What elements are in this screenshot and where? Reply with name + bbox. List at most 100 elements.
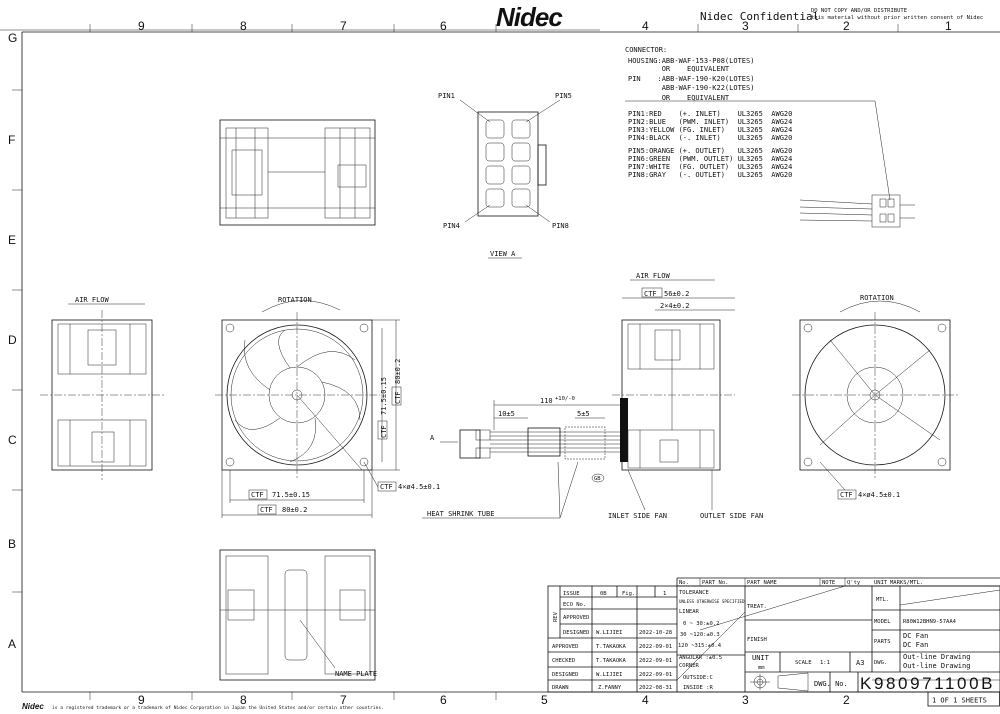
rotation-label: ROTATION xyxy=(860,294,894,302)
nidec-logo: Nidec xyxy=(496,2,563,32)
zone-label: A xyxy=(8,637,16,651)
inlet-side-fan-label: INLET SIDE FAN xyxy=(608,512,667,520)
pin8-label: PIN8 xyxy=(552,222,569,230)
col-header: PART NAME xyxy=(747,580,777,586)
zone-label: 6 xyxy=(440,19,447,33)
parts-value: DC Fan xyxy=(903,641,928,649)
zone-label: E xyxy=(8,233,16,247)
dim-depth: 56±0.2 xyxy=(664,290,689,298)
pin-line: PIN2:BLUE (PWM. INLET) UL3265 AWG24 xyxy=(628,118,792,126)
zone-label: B xyxy=(8,537,16,551)
name-plate-label: NAME PLATE xyxy=(335,670,377,678)
zone-label: 4 xyxy=(642,19,649,33)
rev-designed-by: W.LIJIEI xyxy=(596,630,623,636)
drawing-frame xyxy=(0,24,1000,700)
zone-label: G xyxy=(8,31,17,45)
unless-label: UNLESS OTHERWISE SPECIFIED xyxy=(679,599,745,604)
dim-strip-2: 5±5 xyxy=(577,410,590,418)
zone-column-labels: 9 8 7 6 4 3 2 1 9 8 7 6 5 4 3 2 xyxy=(138,19,952,707)
checked-by: T.TAKAOKA xyxy=(596,658,626,664)
col-header: PART No. xyxy=(702,580,729,586)
zone-label: 6 xyxy=(440,693,447,707)
rotation-label: ROTATION xyxy=(278,296,312,304)
model-value: R80W12BHN9-57AA4 xyxy=(903,619,957,625)
ctf-box: CTF xyxy=(380,483,393,491)
angular-label: ANGULAR :±0.5 xyxy=(679,655,722,661)
mtl-label: MTL. xyxy=(876,597,889,603)
pin4-label: PIN4 xyxy=(443,222,460,230)
heat-shrink-tube-label: HEAT SHRINK TUBE xyxy=(427,510,494,518)
fan-left-side-view xyxy=(40,310,165,480)
zone-label: 4 xyxy=(642,693,649,707)
checked-date: 2022-09-01 xyxy=(639,658,672,664)
outlet-side-fan-label: OUTLET SIDE FAN xyxy=(700,512,763,520)
zone-label: 7 xyxy=(340,19,347,33)
dim-lead-tolerance: +10/-0 xyxy=(555,396,575,402)
zone-label: 8 xyxy=(240,19,247,33)
tolerance-row: 120 ~315:±0.4 xyxy=(678,643,722,649)
confidential-label: Nidec Confidential xyxy=(700,10,819,23)
zone-label: 3 xyxy=(742,19,749,33)
fig-label: Fig. xyxy=(622,591,635,597)
notice-text: DO NOT COPY AND/OR DISTRIBUTE xyxy=(811,8,907,14)
rev-label: REV xyxy=(553,611,559,622)
view-a-connector: PIN1 PIN5 PIN4 PIN8 VIEW A xyxy=(438,92,572,259)
zone-label: D xyxy=(8,333,17,347)
zone-label: 9 xyxy=(138,19,145,33)
connector-line: OR EQUIVALENT xyxy=(628,65,730,73)
tolerance-row: 30 ~120:±0.3 xyxy=(680,632,720,638)
fan-top-view xyxy=(219,119,376,226)
ctf-box: CTF xyxy=(251,491,264,499)
pin-line: PIN3:YELLOW (FG. INLET) UL3265 AWG24 xyxy=(628,126,792,134)
zone-label: 8 xyxy=(240,693,247,707)
dim-strip-1: 10±5 xyxy=(498,410,515,418)
footer-logo: Nidec xyxy=(22,702,44,711)
fan-front-view xyxy=(215,312,380,478)
connector-line: ABB-WAF-190-K22(LOTES) xyxy=(628,84,754,92)
designed-label: DESIGNED xyxy=(552,672,579,678)
sheet-size: A3 xyxy=(856,659,864,667)
dim-80-vertical: 80±0.2 xyxy=(394,359,402,384)
zone-label: C xyxy=(8,433,17,447)
cable-assembly: A 110 +10/-0 10±5 5±5 GB HEAT SHRINK TUB… xyxy=(422,396,628,519)
designed-by: W.LIJIEI xyxy=(596,672,623,678)
scale-label: SCALE xyxy=(795,660,812,666)
dim-flange: 2×4±0.2 xyxy=(660,302,690,310)
pin-line: PIN6:GREEN (PWM. OUTLET) UL3265 AWG24 xyxy=(628,155,792,163)
ctf-box: CTF xyxy=(260,506,273,514)
fan-rear-view xyxy=(792,312,958,500)
drawn-label: DRAWN xyxy=(552,685,569,691)
zone-label: 7 xyxy=(340,693,347,707)
pin-line: PIN1:RED (+. INLET) UL3265 AWG20 xyxy=(628,110,792,118)
parts-value: DC Fan xyxy=(903,632,928,640)
tolerance-label: TOLERANCE xyxy=(679,590,709,596)
approved-label: APPROVED xyxy=(552,644,579,650)
dim-holes-right: 4×ø4.5±0.1 xyxy=(858,491,900,499)
issue-value: 0B xyxy=(600,591,607,597)
inside-label: INSIDE :R xyxy=(683,685,713,691)
zone-label: 2 xyxy=(843,693,850,707)
drawn-date: 2022-08-31 xyxy=(639,685,672,691)
zone-label: F xyxy=(8,133,15,147)
fig-value: 1 xyxy=(663,591,666,597)
dim-holes-left: 4×ø4.5±0.1 xyxy=(398,483,440,491)
zone-row-labels: G F E D C B A xyxy=(8,31,17,651)
ctf-box: CTF xyxy=(380,425,388,438)
footer-trademark-text: is a registered trademark or a trademark… xyxy=(52,705,384,711)
pin5-label: PIN5 xyxy=(555,92,572,100)
col-header: NOTE xyxy=(822,580,835,586)
zone-label: 3 xyxy=(742,693,749,707)
dwg-title: Out-line Drawing xyxy=(903,662,970,670)
notice-text: this material without prior written cons… xyxy=(811,15,983,21)
connector-detail xyxy=(799,194,915,228)
pin1-label: PIN1 xyxy=(438,92,455,100)
parts-label: PARTS xyxy=(874,639,891,645)
zone-label: 9 xyxy=(138,693,145,707)
finish-label: FINISH xyxy=(747,637,767,643)
dwg-label: DWG. xyxy=(874,660,887,666)
connector-line: HOUSING:ABB-WAF-153-P08(LOTES) xyxy=(628,57,754,65)
view-a-arrow-label: A xyxy=(430,434,435,442)
dwg-no-label: DWG. No. xyxy=(814,680,848,688)
treat-label: TREAT. xyxy=(747,604,767,610)
